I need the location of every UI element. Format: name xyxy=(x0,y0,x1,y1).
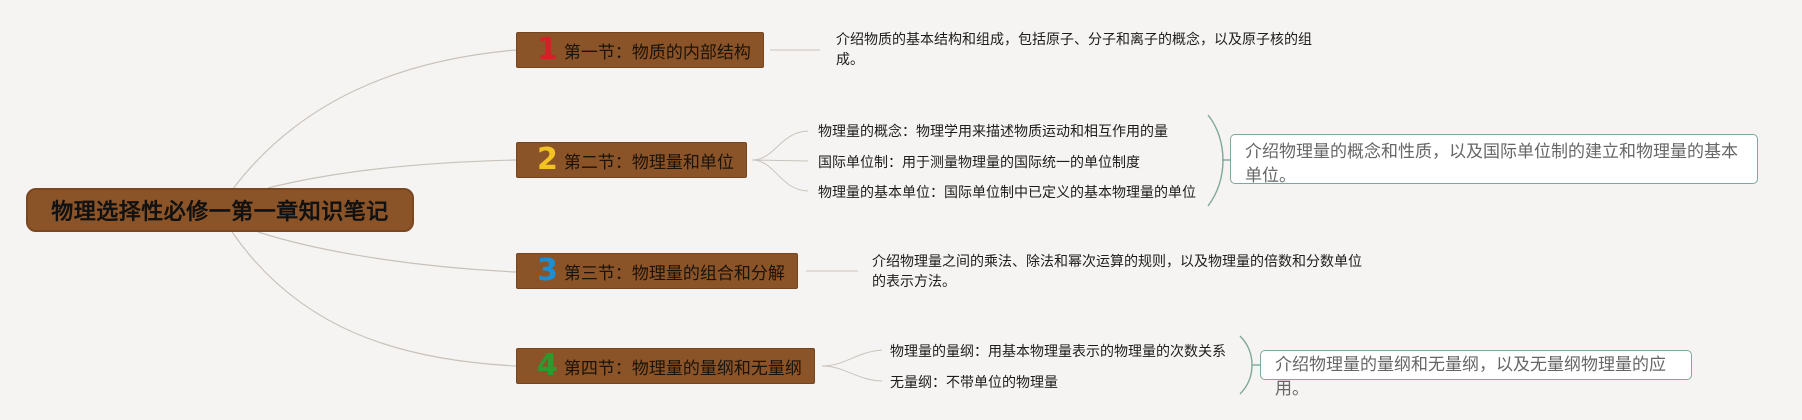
section-3-title: 第三节：物理量的组合和分解 xyxy=(563,263,785,284)
section-4-summary[interactable]: 介绍物理量的量纲和无量纲，以及无量纲物理量的应用。 xyxy=(1260,350,1692,399)
link-root-sec3 xyxy=(257,231,517,273)
link-root-sec1 xyxy=(231,49,517,191)
link-sec2-item2 xyxy=(751,159,809,162)
link-root-sec4 xyxy=(231,231,517,367)
root-topic[interactable]: 物理选择性必修一第一章知识笔记 xyxy=(26,188,414,232)
section-3-number: 3 xyxy=(537,253,558,288)
link-sec2-item1 xyxy=(751,130,809,161)
section-3-node[interactable]: 3 第三节：物理量的组合和分解 xyxy=(516,253,798,289)
section-4-item-1[interactable]: 物理量的量纲：用基本物理量表示的物理量的次数关系 xyxy=(890,344,1226,360)
section-2-summary[interactable]: 介绍物理量的概念和性质，以及国际单位制的建立和物理量的基本单位。 xyxy=(1230,134,1758,186)
bracket-sec2 xyxy=(1207,114,1224,207)
section-4-number: 4 xyxy=(537,348,558,383)
section-2-node[interactable]: 2 第二节：物理量和单位 xyxy=(516,142,747,178)
section-4-item-2[interactable]: 无量纲：不带单位的物理量 xyxy=(890,375,1058,391)
section-3-description: 介绍物理量之间的乘法、除法和幂次运算的规则，以及物理量的倍数和分数单位的表示方法… xyxy=(872,254,1362,290)
section-2-item-2[interactable]: 国际单位制：用于测量物理量的国际统一的单位制度 xyxy=(818,155,1140,171)
section-2-title: 第二节：物理量和单位 xyxy=(563,152,734,173)
section-1-node[interactable]: 1 第一节：物质的内部结构 xyxy=(516,32,764,68)
link-sec4-item2 xyxy=(821,365,883,382)
section-4-title: 第四节：物理量的量纲和无量纲 xyxy=(563,358,802,379)
section-4-node[interactable]: 4 第四节：物理量的量纲和无量纲 xyxy=(516,348,815,384)
section-2-number: 2 xyxy=(537,142,558,177)
section-1-description: 介绍物质的基本结构和组成，包括原子、分子和离子的概念，以及原子核的组成。 xyxy=(836,32,1312,68)
section-1-number: 1 xyxy=(537,32,558,67)
link-sec2-item3 xyxy=(751,159,809,192)
root-title: 物理选择性必修一第一章知识笔记 xyxy=(51,200,389,225)
section-2-item-1[interactable]: 物理量的概念：物理学用来描述物质运动和相互作用的量 xyxy=(818,124,1168,140)
link-sec4-item1 xyxy=(821,349,883,367)
section-1-title: 第一节：物质的内部结构 xyxy=(563,42,751,63)
section-2-item-3[interactable]: 物理量的基本单位：国际单位制中已定义的基本物理量的单位 xyxy=(818,185,1196,201)
link-root-sec2 xyxy=(267,159,517,189)
bracket-sec4 xyxy=(1239,335,1253,395)
